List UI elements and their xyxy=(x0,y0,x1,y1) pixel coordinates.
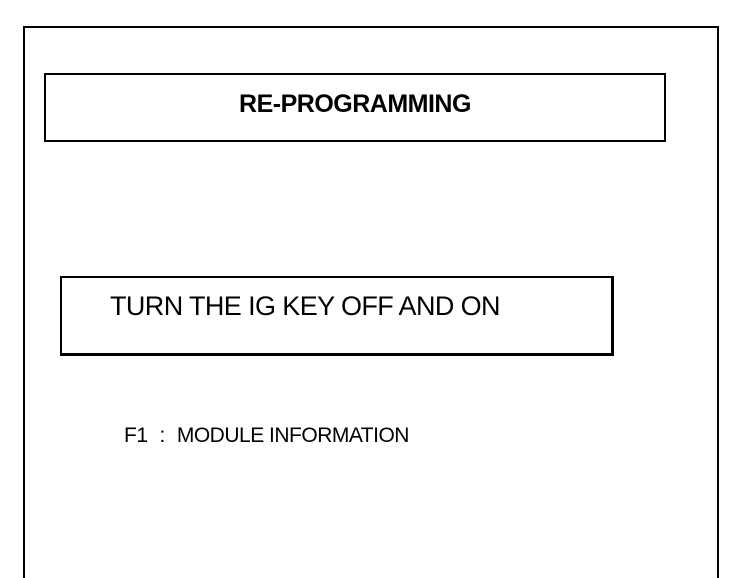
title-box: RE-PROGRAMMING xyxy=(44,73,666,142)
function-key-description: MODULE INFORMATION xyxy=(176,424,410,447)
function-key-f1[interactable]: F1: MODULE INFORMATION xyxy=(124,424,409,448)
page-title: RE-PROGRAMMING xyxy=(239,90,471,118)
function-key-label: F1 xyxy=(124,424,148,447)
instruction-message: TURN THE IG KEY OFF AND ON xyxy=(110,291,501,321)
message-box: TURN THE IG KEY OFF AND ON xyxy=(60,276,614,356)
function-key-separator: : xyxy=(159,424,166,447)
